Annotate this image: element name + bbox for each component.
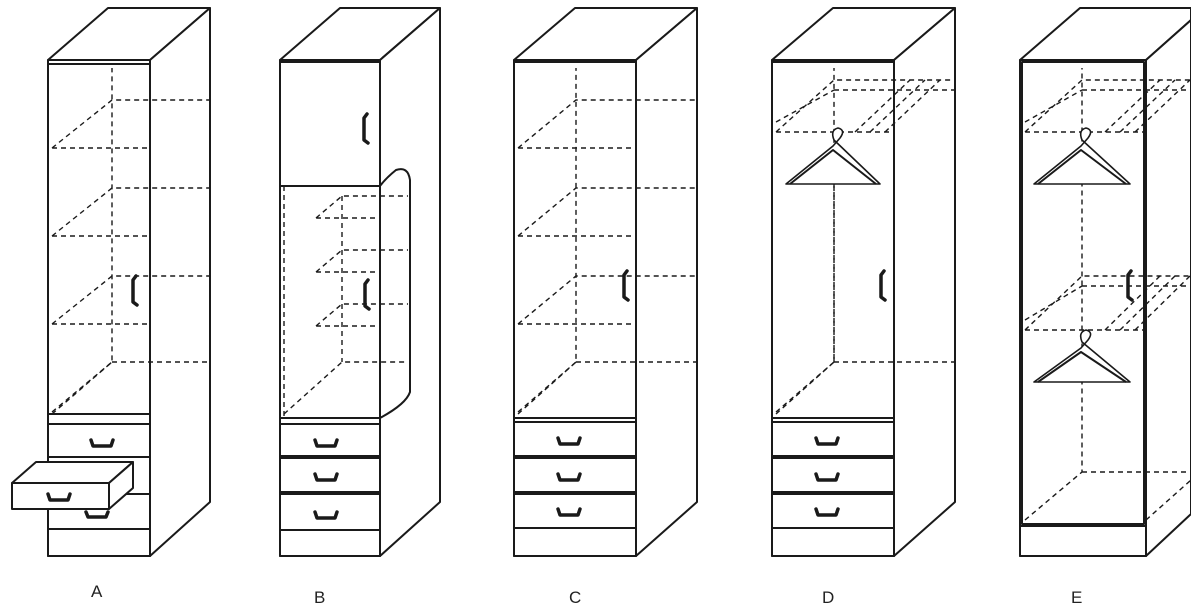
- cabinet-b-plinth: [279, 529, 381, 557]
- cabinet-e-interior: [1024, 68, 1191, 521]
- cabinet-d-door: [771, 61, 895, 419]
- cabinet-d-hanger: [785, 127, 881, 185]
- cabinet-b-label: B: [314, 588, 325, 607]
- cabinet-b-drawer-3-handle: [313, 510, 339, 520]
- cabinet-c-drawer-2-handle: [556, 472, 582, 482]
- cabinet-c-front: [513, 59, 637, 557]
- cabinet-b-drawer-2: [279, 457, 381, 493]
- cabinet-d-drawer-1: [771, 421, 895, 457]
- cabinet-b-front: [279, 59, 381, 557]
- cabinet-c: [513, 7, 698, 557]
- cabinet-e-door: [1021, 61, 1145, 525]
- cabinet-a-open-drawer: [11, 461, 134, 510]
- cabinet-e: [1019, 7, 1191, 557]
- cabinet-d-drawer-2-handle: [814, 472, 840, 482]
- cabinet-b-drawer-1: [279, 423, 381, 457]
- cabinet-e-door-handle: [1126, 269, 1134, 302]
- cabinet-a-door-handle: [131, 274, 139, 307]
- cabinet-e-hanger-2: [1033, 329, 1131, 383]
- cabinet-b-drawer-2-handle: [313, 472, 339, 482]
- cabinet-a-drawer-1: [47, 423, 151, 458]
- cabinet-b-drawer-1-handle: [313, 438, 339, 448]
- cabinet-b-upper-door-handle: [362, 112, 370, 145]
- cabinet-c-side: [635, 7, 698, 557]
- cabinet-c-drawer-2: [513, 457, 637, 493]
- cabinet-c-door-handle: [622, 269, 630, 302]
- cabinet-b-lower-door-handle: [363, 278, 371, 311]
- cabinet-a-drawer-3-handle: [84, 510, 110, 519]
- cabinet-c-interior: [517, 68, 697, 415]
- cabinet-d-drawer-2: [771, 457, 895, 493]
- cabinet-a-label: A: [91, 582, 103, 601]
- cabinet-e-plinth: [1019, 525, 1147, 557]
- cabinet-d-label: D: [822, 588, 834, 607]
- cabinet-d-drawer-1-handle: [814, 436, 840, 446]
- cabinet-a-door: [47, 63, 151, 415]
- cabinet-c-door: [513, 61, 637, 419]
- cabinet-a-side: [149, 7, 211, 557]
- cabinet-a: [11, 7, 211, 557]
- cabinet-e-label: E: [1071, 588, 1082, 607]
- cabinet-d-drawer-3-handle: [814, 507, 840, 517]
- cabinet-b-open-door: [280, 168, 411, 419]
- cabinet-a-interior: [51, 68, 210, 415]
- cabinet-c-label: C: [569, 588, 581, 607]
- cabinet-c-drawer-3-handle: [556, 507, 582, 517]
- cabinet-c-drawer-1: [513, 421, 637, 457]
- cabinet-c-plinth: [513, 527, 637, 557]
- cabinet-b-interior: [283, 186, 408, 418]
- cabinet-d-door-handle: [879, 269, 887, 302]
- cabinet-e-hanger-1: [1033, 127, 1131, 185]
- cabinet-d-plinth: [771, 527, 895, 557]
- cabinet-d: [771, 7, 956, 557]
- cabinet-c-drawer-1-handle: [556, 436, 582, 446]
- cabinet-a-drawer-1-handle: [89, 438, 115, 448]
- cabinet-a-plinth: [47, 528, 151, 557]
- cabinet-b: [279, 7, 441, 557]
